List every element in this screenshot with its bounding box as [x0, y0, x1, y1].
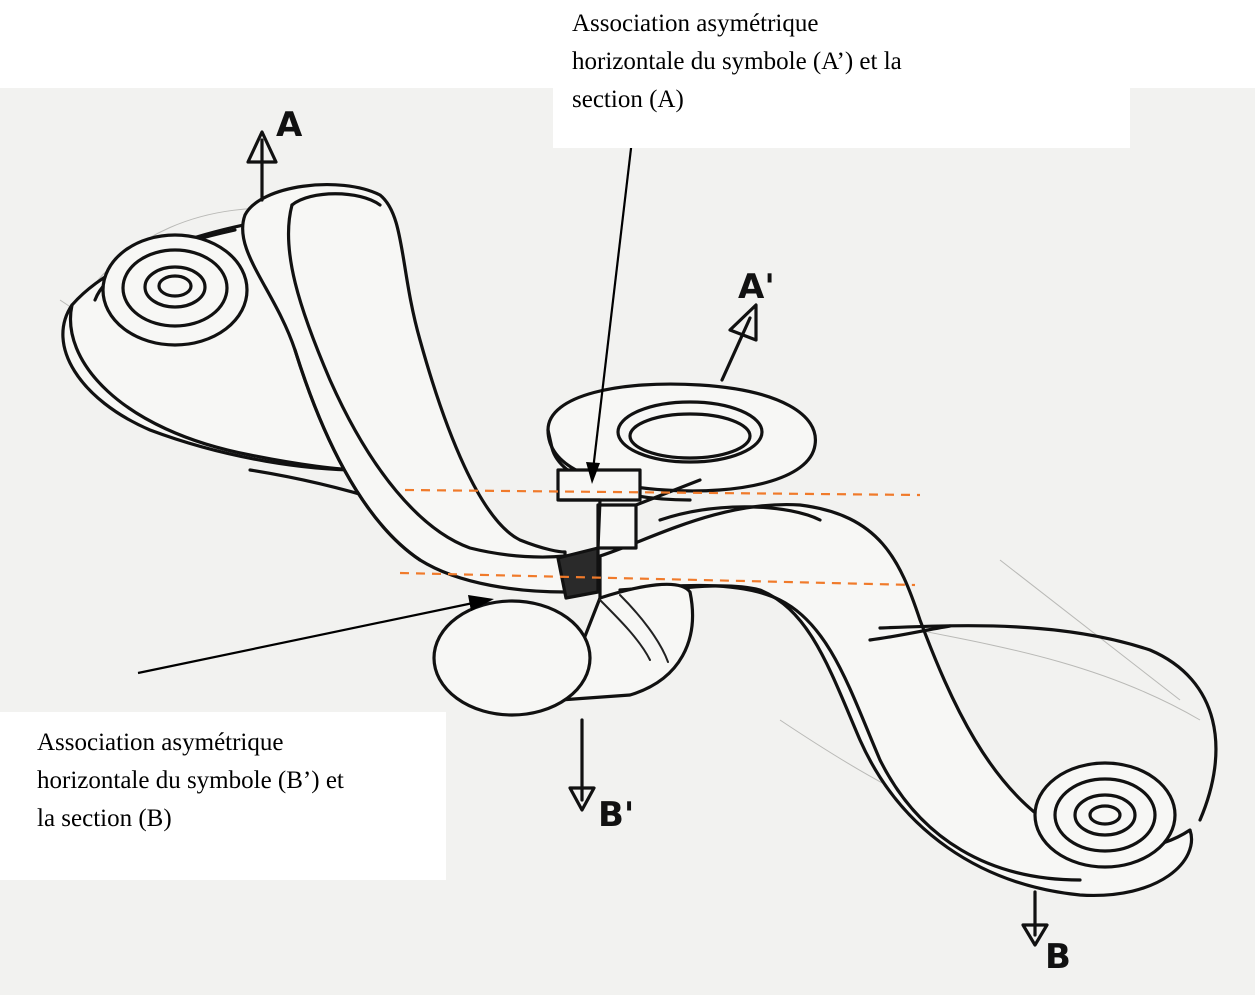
annotation-top-line-1: Association asymétrique — [572, 5, 1130, 43]
label-b: B — [1045, 937, 1071, 977]
annotation-top: Association asymétrique horizontale du s… — [553, 0, 1130, 148]
label-a-prime: A' — [738, 267, 775, 307]
annotation-bottom: Association asymétrique horizontale du s… — [0, 712, 446, 880]
label-b-prime: B' — [598, 795, 634, 835]
label-a: A — [276, 105, 303, 145]
annotation-bottom-line-2: horizontale du symbole (B’) et — [37, 762, 446, 800]
top-left-spiral-symbol — [103, 235, 247, 345]
annotation-bottom-line-1: Association asymétrique — [37, 724, 446, 762]
bottom-right-spiral-symbol — [1035, 763, 1175, 867]
annotation-top-line-3: section (A) — [572, 81, 1130, 119]
annotation-top-line-2: horizontale du symbole (A’) et la — [572, 43, 1130, 81]
annotation-bottom-line-3: la section (B) — [37, 800, 446, 838]
